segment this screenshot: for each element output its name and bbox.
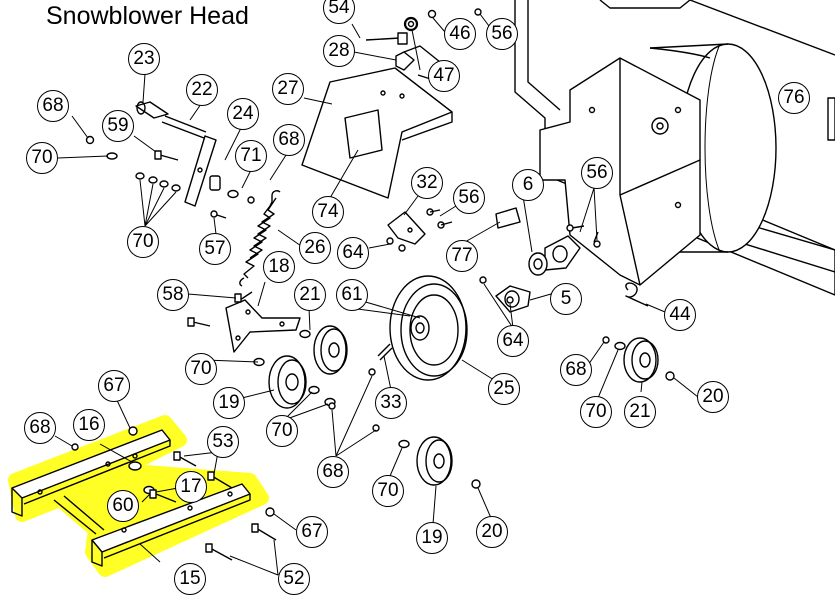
screws-56 <box>386 208 453 252</box>
decal-77 <box>495 207 521 229</box>
callout-60: 60 <box>107 490 139 522</box>
callout-70-a: 70 <box>26 142 58 174</box>
callout-56-b: 56 <box>581 157 613 189</box>
callout-68-a: 68 <box>37 90 69 122</box>
diagram-title: Snowblower Head <box>46 2 249 30</box>
callout-44: 44 <box>664 299 696 331</box>
callout-58: 58 <box>157 279 189 311</box>
pulley-19-bottom <box>416 436 453 486</box>
callout-54: 54 <box>323 0 355 24</box>
callout-22: 22 <box>186 74 218 106</box>
bracket-32 <box>387 211 426 245</box>
bearing-flange-5 <box>495 235 581 313</box>
callout-15: 15 <box>174 563 206 595</box>
callout-71: 71 <box>235 140 267 172</box>
callout-20-b: 20 <box>476 516 508 548</box>
callout-20-a: 20 <box>697 381 729 413</box>
callout-59: 59 <box>102 110 134 142</box>
callout-19-b: 19 <box>416 522 448 554</box>
callout-74: 74 <box>312 196 344 228</box>
callout-52: 52 <box>278 563 310 595</box>
callout-70-c: 70 <box>185 353 217 385</box>
callout-32: 32 <box>411 167 443 199</box>
callout-28: 28 <box>323 35 355 67</box>
snowblower-housing <box>514 0 835 296</box>
callout-33: 33 <box>375 387 407 419</box>
callout-57: 57 <box>199 233 231 265</box>
leader-lines <box>54 13 699 576</box>
clip-44 <box>625 282 649 307</box>
callout-70-b: 70 <box>127 226 159 258</box>
spring-26 <box>239 190 281 287</box>
callout-25: 25 <box>488 373 520 405</box>
callout-68-d: 68 <box>24 412 56 444</box>
callout-68-c: 68 <box>560 354 592 386</box>
callout-47: 47 <box>428 60 460 92</box>
idler-bracket-18 <box>187 291 301 353</box>
callout-76: 76 <box>778 82 810 114</box>
callout-70-e: 70 <box>266 415 298 447</box>
callout-61: 61 <box>336 279 368 311</box>
callout-24: 24 <box>227 98 259 130</box>
callout-21-b: 21 <box>624 396 656 428</box>
frame-15 <box>8 415 269 577</box>
shaft-23 <box>135 101 207 139</box>
callout-77: 77 <box>446 240 478 272</box>
callout-70-d: 70 <box>580 396 612 428</box>
callout-27: 27 <box>272 73 304 105</box>
bearing-46 <box>403 16 419 32</box>
callout-56-c: 56 <box>453 182 485 214</box>
bushing-24 <box>209 175 221 191</box>
callout-23: 23 <box>128 43 160 75</box>
callout-17: 17 <box>175 471 207 503</box>
callout-21-a: 21 <box>294 279 326 311</box>
bolt-54 <box>365 32 408 45</box>
deflector-plate <box>301 67 453 199</box>
callout-16: 16 <box>73 409 105 441</box>
callout-6: 6 <box>512 169 544 201</box>
callout-18: 18 <box>263 251 295 283</box>
callout-64-a: 64 <box>337 237 369 269</box>
pulley-21-left <box>313 325 348 375</box>
callout-70-f: 70 <box>372 475 404 507</box>
pulley-21-right <box>623 337 659 383</box>
callout-67-b: 67 <box>296 516 328 548</box>
callout-46: 46 <box>444 18 476 50</box>
callout-26: 26 <box>299 232 331 264</box>
nut-46 <box>427 9 437 19</box>
callout-5: 5 <box>550 283 582 315</box>
callout-68-b: 68 <box>273 124 305 156</box>
lever-22 <box>184 135 217 207</box>
callout-64-b: 64 <box>497 325 529 357</box>
shaft-33 <box>377 343 393 361</box>
pulley-19-left <box>268 355 307 409</box>
callout-53: 53 <box>207 426 239 458</box>
callout-56: 56 <box>486 18 518 50</box>
callout-19-a: 19 <box>213 387 245 419</box>
callout-67-a: 67 <box>98 370 130 402</box>
drive-pulley-25 <box>389 275 468 381</box>
callout-68-e: 68 <box>317 456 349 488</box>
